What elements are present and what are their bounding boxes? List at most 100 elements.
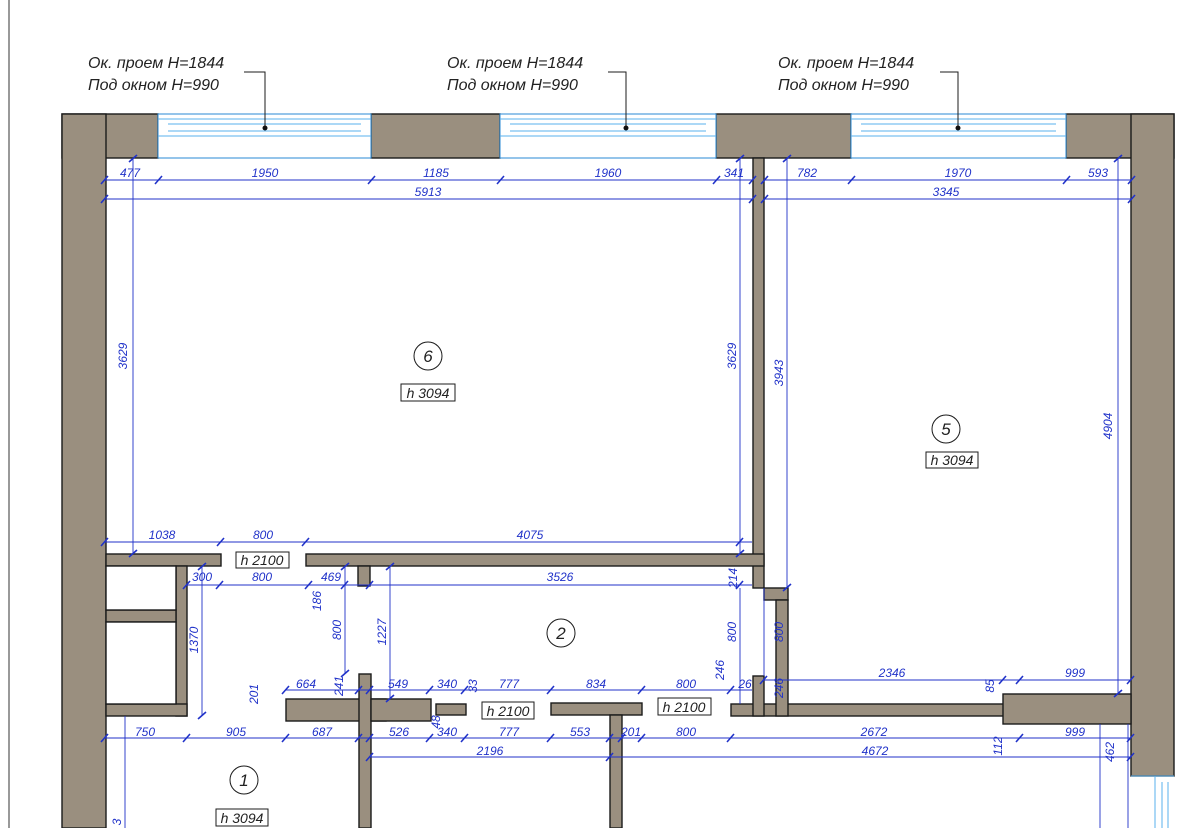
dims-corridor-vertical: 1370 186 800 1227 800 800 xyxy=(187,591,786,654)
dims-bottom-row: 750 905 687 526 340 777 553 201 800 2672… xyxy=(110,715,1117,825)
dim-top-341: 341 xyxy=(724,166,744,180)
dim-top-782: 782 xyxy=(797,166,817,180)
dim-bot-800: 800 xyxy=(676,725,696,739)
dim-mid-1038: 1038 xyxy=(149,528,176,542)
dims-vertical: 3629 3629 3943 4904 xyxy=(116,342,1115,439)
wall-right xyxy=(1130,113,1175,777)
wall-lower-mid xyxy=(550,702,643,716)
dim-bot-48: 48 xyxy=(429,715,443,729)
dim-bot-2672: 2672 xyxy=(860,725,888,739)
dim-low-549: 549 xyxy=(388,677,408,691)
dim-low-241: 241 xyxy=(332,676,346,697)
dim-bottom-total-4672: 4672 xyxy=(862,744,889,758)
dim-low-834: 834 xyxy=(586,677,606,691)
window-note-3-line2: Под окном Н=990 xyxy=(778,77,909,94)
storage-cell-bottom xyxy=(105,621,177,705)
dim-bot-999: 999 xyxy=(1065,725,1085,739)
dim-v-4904: 4904 xyxy=(1101,412,1115,439)
wall-storage-mid xyxy=(105,609,177,623)
dim-low-2346: 2346 xyxy=(878,666,906,680)
dim-cv-800-left: 800 xyxy=(330,620,344,640)
dim-cv-800-right: 800 xyxy=(772,622,786,642)
dim-cor-800: 800 xyxy=(252,570,272,584)
dims-mid-row: 1038 800 4075 xyxy=(149,528,544,542)
dim-bot-112: 112 xyxy=(991,736,1005,755)
dims-corridor-row: 300 800 469 3526 214 xyxy=(192,568,740,589)
room-6-label: 6 h 3094 xyxy=(400,341,456,402)
dim-top-1970: 1970 xyxy=(945,166,972,180)
dim-cv-1227: 1227 xyxy=(375,617,389,645)
window-note-1-line1: Ок. проем Н=1844 xyxy=(88,55,224,72)
window-note-1-line2: Под окном Н=990 xyxy=(88,77,219,94)
dims-lower-row: 201 664 241 549 340 33 777 834 800 246 2… xyxy=(247,660,1085,705)
dim-low-246-a: 246 xyxy=(713,660,727,681)
dim-bot-777: 777 xyxy=(499,725,520,739)
dim-low-340: 340 xyxy=(437,677,457,691)
dim-bottom-total-2196: 2196 xyxy=(476,744,504,758)
dim-bot-3: 3 xyxy=(110,818,124,825)
window-note-3-line1: Ок. проем Н=1844 xyxy=(778,55,914,72)
window-3 xyxy=(850,113,1067,159)
room-1-number: 1 xyxy=(239,771,248,790)
walls xyxy=(61,113,1175,828)
dim-mid-4075: 4075 xyxy=(517,528,544,542)
wall-lower-right xyxy=(730,703,1024,717)
wall-top-mid1 xyxy=(370,113,501,159)
dim-bot-905: 905 xyxy=(226,725,246,739)
dim-top-1960: 1960 xyxy=(595,166,622,180)
window-note-3: Ок. проем Н=1844 Под окном Н=990 xyxy=(778,55,961,131)
dim-bot-750: 750 xyxy=(135,725,155,739)
dim-low-33: 33 xyxy=(466,679,480,693)
dim-cor-300: 300 xyxy=(192,570,212,584)
dim-bot-340: 340 xyxy=(437,725,457,739)
window-note-1: Ок. проем Н=1844 Под окном Н=990 xyxy=(88,55,268,131)
wall-lower-right-block xyxy=(1002,693,1132,725)
room-6-number: 6 xyxy=(423,347,433,366)
dim-top-593: 593 xyxy=(1088,166,1108,180)
wall-room6-bottom-right xyxy=(305,553,765,567)
dim-low-26: 26 xyxy=(737,677,752,691)
dim-v-3943: 3943 xyxy=(772,359,786,386)
wall-room2-right xyxy=(775,599,789,717)
dim-cor-469: 469 xyxy=(321,570,341,584)
dim-top-1950: 1950 xyxy=(252,166,279,180)
window-note-2: Ок. проем Н=1844 Под окном Н=990 xyxy=(447,55,629,131)
windows xyxy=(157,113,1067,159)
dim-cv-186: 186 xyxy=(310,591,324,611)
room-5-number: 5 xyxy=(941,420,951,439)
room-1-label: 1 h 3094 xyxy=(215,765,269,827)
dim-bot-201: 201 xyxy=(620,725,641,739)
dim-low-777: 777 xyxy=(499,677,520,691)
storage-cell-top xyxy=(105,565,177,611)
dim-total-5913: 5913 xyxy=(415,185,442,199)
dim-total-3345: 3345 xyxy=(933,185,960,199)
dimension-lines xyxy=(104,158,1132,828)
dim-cor-214: 214 xyxy=(726,568,740,589)
dims-top-row: 477 1950 1185 1960 341 782 1970 593 5913… xyxy=(120,166,1108,199)
wall-top-mid2 xyxy=(715,113,852,159)
wall-partition-6-5 xyxy=(752,157,765,589)
dim-v-3629-right: 3629 xyxy=(725,342,739,369)
window-note-2-line2: Под окном Н=990 xyxy=(447,77,578,94)
room-6-height: h 3094 xyxy=(407,385,450,401)
door-height-1: h 2100 xyxy=(235,551,290,569)
dim-v-3629-left: 3629 xyxy=(116,342,130,369)
dim-top-1185: 1185 xyxy=(423,166,449,180)
wall-lower-small xyxy=(435,703,467,716)
wall-stub xyxy=(357,565,371,587)
dim-low-800: 800 xyxy=(676,677,696,691)
dim-bot-526: 526 xyxy=(389,725,409,739)
dim-mid-800: 800 xyxy=(253,528,273,542)
door-height-3: h 2100 xyxy=(657,697,712,716)
room-5-label: 5 h 3094 xyxy=(925,414,979,469)
door-height-2-text: h 2100 xyxy=(487,703,530,719)
wall-storage-right xyxy=(175,565,188,717)
dim-bot-553: 553 xyxy=(570,725,590,739)
door-height-3-text: h 2100 xyxy=(663,699,706,715)
window-fragment-bottom-right xyxy=(1131,775,1174,828)
dimension-ticks xyxy=(100,154,1136,762)
room-5-height: h 3094 xyxy=(931,452,974,468)
dim-cv-1370: 1370 xyxy=(187,626,201,653)
dim-bot-687: 687 xyxy=(312,725,333,739)
